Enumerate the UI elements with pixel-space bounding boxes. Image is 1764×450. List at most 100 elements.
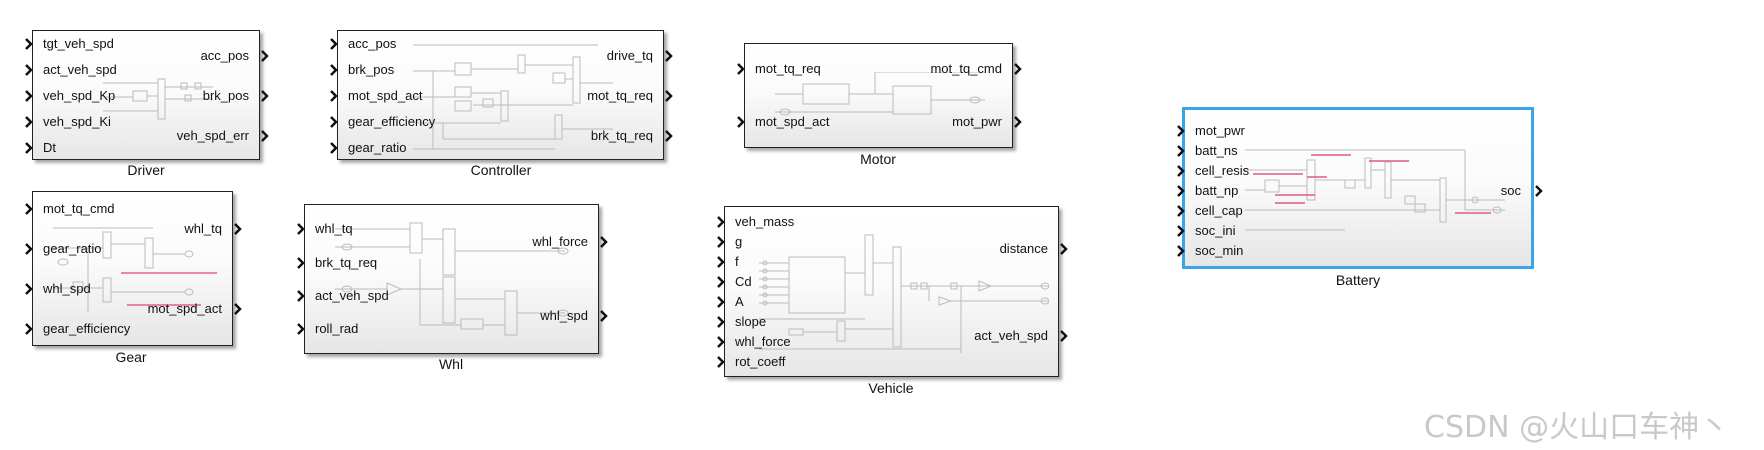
input-arrow-icon[interactable] [330,64,338,76]
block-name-motor[interactable]: Motor [860,151,896,167]
driver-block[interactable]: tgt_veh_spd act_veh_spd veh_spd_Kp veh_s… [25,30,269,160]
port-in-mot-spd-act: mot_spd_act [348,88,423,103]
driver-internal-diagram [103,78,213,120]
port-in-batt-ns: batt_ns [1195,143,1238,158]
port-in-soc-min: soc_min [1195,243,1244,258]
block-name-controller[interactable]: Controller [470,162,532,178]
port-in-brk-pos: brk_pos [348,62,395,77]
port-in-mot-tq-req: mot_tq_req [755,61,821,76]
port-in-gear-ratio: gear_ratio [43,241,102,256]
input-arrow-icon[interactable] [717,316,725,328]
port-in-gear-efficiency: gear_efficiency [348,114,436,129]
input-arrow-icon[interactable] [297,223,305,235]
port-out-brk-pos: brk_pos [202,88,249,103]
port-in-a: A [735,294,744,309]
port-out-distance: distance [999,241,1048,256]
input-arrow-icon[interactable] [717,276,725,288]
output-arrow-icon[interactable] [261,50,269,62]
input-arrow-icon[interactable] [717,296,725,308]
input-arrow-icon[interactable] [25,38,33,50]
output-arrow-icon[interactable] [665,130,673,142]
input-arrow-icon[interactable] [1177,145,1185,157]
output-arrow-icon[interactable] [600,236,608,248]
output-arrow-icon[interactable] [665,90,673,102]
port-out-whl-tq: whl_tq [184,221,222,236]
port-in-act-veh-spd: act_veh_spd [43,62,117,77]
port-in-veh-spd-ki: veh_spd_Ki [43,114,111,129]
port-in-act-veh-spd: act_veh_spd [315,288,389,303]
block-name-gear[interactable]: Gear [115,349,147,365]
output-arrow-icon[interactable] [234,223,242,235]
input-arrow-icon[interactable] [1177,165,1185,177]
whl-block[interactable]: whl_tq brk_tq_req act_veh_spd roll_rad w… [297,204,608,354]
port-in-mot-spd-act: mot_spd_act [755,114,830,129]
port-in-whl-force: whl_force [735,334,791,349]
input-arrow-icon[interactable] [717,216,725,228]
port-in-slope: slope [735,314,767,329]
controller-block[interactable]: acc_pos brk_pos mot_spd_act gear_efficie… [330,30,673,160]
input-arrow-icon[interactable] [330,142,338,154]
output-arrow-icon[interactable] [234,303,242,315]
port-in-roll-rad: roll_rad [315,321,359,336]
output-arrow-icon[interactable] [600,310,608,322]
input-arrow-icon[interactable] [1177,185,1185,197]
input-arrow-icon[interactable] [1177,225,1185,237]
watermark: CSDN @火山口车神丶 [1424,410,1730,445]
port-in-cell-cap: cell_cap [1195,203,1243,218]
input-arrow-icon[interactable] [297,323,305,335]
input-arrow-icon[interactable] [717,356,725,368]
port-in-mot-pwr: mot_pwr [1195,123,1245,138]
input-arrow-icon[interactable] [330,90,338,102]
input-arrow-icon[interactable] [1177,125,1185,137]
block-name-vehicle[interactable]: Vehicle [868,380,914,396]
input-arrow-icon[interactable] [297,257,305,269]
vehicle-block[interactable]: veh_mass g f Cd A slope whl_force rot_co… [717,206,1068,377]
output-arrow-icon[interactable] [261,130,269,142]
port-in-cd: Cd [735,274,752,289]
port-out-drive-tq: drive_tq [606,48,653,63]
output-arrow-icon[interactable] [1060,243,1068,255]
battery-block[interactable]: mot_pwr batt_ns cell_resis batt_np cell_… [1177,107,1543,269]
input-arrow-icon[interactable] [25,64,33,76]
motor-block[interactable]: mot_tq_req mot_spd_act mot_tq_cmd mot_pw… [737,43,1022,148]
input-arrow-icon[interactable] [330,38,338,50]
controller-internal-diagram [413,44,613,150]
gear-block[interactable]: mot_tq_cmd gear_ratio whl_spd gear_effic… [25,191,242,346]
input-arrow-icon[interactable] [25,323,33,335]
input-arrow-icon[interactable] [25,116,33,128]
port-out-soc: soc [1500,183,1521,198]
input-arrow-icon[interactable] [737,116,745,128]
output-arrow-icon[interactable] [261,90,269,102]
port-in-batt-np: batt_np [1195,183,1239,198]
input-arrow-icon[interactable] [25,203,33,215]
output-arrow-icon[interactable] [1014,63,1022,75]
port-in-soc-ini: soc_ini [1195,223,1236,238]
port-in-dt: Dt [43,140,56,155]
input-arrow-icon[interactable] [297,290,305,302]
block-name-battery[interactable]: Battery [1335,272,1381,288]
port-in-veh-spd-kp: veh_spd_Kp [43,88,116,103]
block-name-whl[interactable]: Whl [438,356,464,372]
port-in-mot-tq-cmd: mot_tq_cmd [43,201,115,216]
port-out-act-veh-spd: act_veh_spd [974,328,1048,343]
output-arrow-icon[interactable] [1535,185,1543,197]
port-in-tgt-veh-spd: tgt_veh_spd [43,36,114,51]
output-arrow-icon[interactable] [665,50,673,62]
input-arrow-icon[interactable] [717,336,725,348]
block-name-driver[interactable]: Driver [127,162,165,178]
input-arrow-icon[interactable] [717,256,725,268]
input-arrow-icon[interactable] [1177,245,1185,257]
input-arrow-icon[interactable] [1177,205,1185,217]
input-arrow-icon[interactable] [737,63,745,75]
output-arrow-icon[interactable] [1060,330,1068,342]
input-arrow-icon[interactable] [330,116,338,128]
output-arrow-icon[interactable] [1014,116,1022,128]
input-arrow-icon[interactable] [717,236,725,248]
input-arrow-icon[interactable] [25,90,33,102]
port-in-veh-mass: veh_mass [735,214,795,229]
input-arrow-icon[interactable] [25,283,33,295]
input-arrow-icon[interactable] [25,142,33,154]
port-in-gear-ratio: gear_ratio [348,140,407,155]
input-arrow-icon[interactable] [25,243,33,255]
port-in-brk-tq-req: brk_tq_req [315,255,378,270]
